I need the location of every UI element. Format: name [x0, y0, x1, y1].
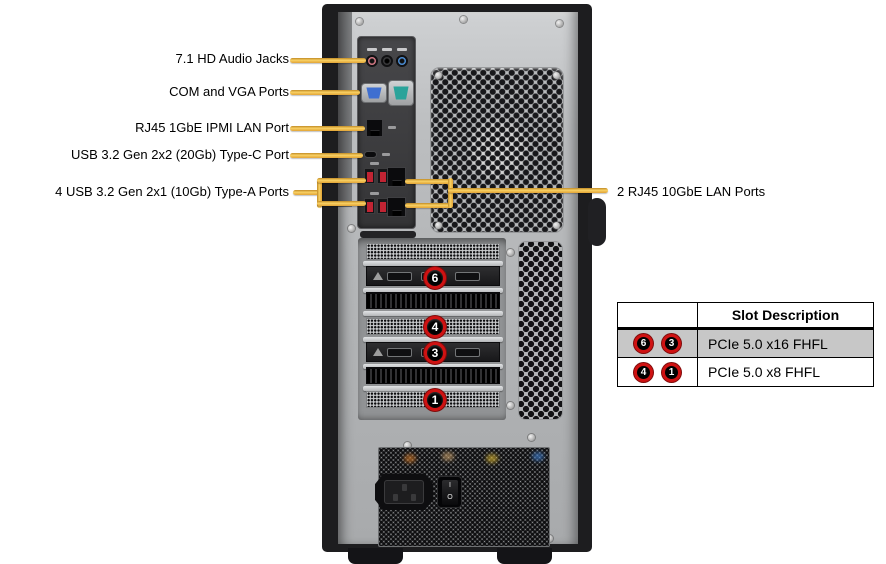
usb-icon: [370, 192, 379, 195]
audio-jack-mic: [366, 55, 378, 67]
label-com-vga: COM and VGA Ports: [169, 84, 289, 99]
table-row: 4 1 PCIe 5.0 x8 FHFL: [618, 358, 873, 386]
usb-type-a-port: [364, 168, 375, 184]
chassis-foot-right: [497, 548, 552, 564]
fan-grille: [430, 67, 564, 233]
callout-line-ipmi: [290, 126, 365, 131]
screw: [528, 434, 535, 441]
table-badge-6: 6: [634, 334, 653, 353]
slot-exhaust-grille: [366, 292, 500, 309]
table-header-row: Slot Description: [618, 303, 873, 330]
callout-line-audio: [290, 58, 366, 63]
slot-cover-vented: [366, 243, 500, 260]
warning-icon: [373, 348, 383, 356]
callout-line-usb-row2: [317, 201, 366, 206]
slot-badge-4: 4: [424, 316, 446, 338]
audio-jack-linein: [396, 55, 408, 67]
screw: [435, 222, 442, 229]
usb-type-a-port: [364, 198, 375, 214]
label-usb-type-a: 4 USB 3.2 Gen 2x1 (10Gb) Type-A Ports: [55, 184, 289, 199]
chassis-foot-left: [348, 548, 403, 564]
callout-line-lan-main: [448, 188, 608, 193]
lan-port-1: [387, 167, 406, 187]
displayport: [386, 271, 412, 281]
screw: [404, 442, 411, 449]
side-vent-strip: [518, 241, 563, 420]
power-on-mark: I: [449, 482, 451, 489]
wire-glow: [442, 452, 454, 461]
audio-jack-lineout: [381, 55, 393, 67]
table-badge-1: 1: [662, 362, 681, 382]
screw: [507, 402, 514, 409]
slot-description-table: Slot Description 6 3 PCIe 5.0 x16 FHFL 4…: [617, 302, 874, 387]
slot-separator: [363, 364, 503, 369]
displayport: [454, 271, 480, 281]
slot-separator: [363, 337, 503, 342]
audio-jack-icons: [367, 48, 377, 51]
com-port: [389, 81, 413, 105]
slot-badge-1: 1: [424, 389, 446, 411]
label-ipmi-lan: RJ45 1GbE IPMI LAN Port: [135, 120, 289, 135]
slot-separator: [363, 386, 503, 391]
slot-separator: [363, 311, 503, 316]
screw: [348, 225, 355, 232]
table-cell-badges: 6 3: [618, 330, 698, 357]
usb-type-c-port: [364, 151, 377, 158]
vga-port: [362, 84, 386, 102]
usb-icon: [370, 162, 379, 165]
c14-socket: [384, 480, 424, 504]
slot-separator: [363, 288, 503, 293]
table-cell-description: PCIe 5.0 x16 FHFL: [708, 335, 828, 352]
displayport: [386, 347, 412, 357]
usb-icon: [382, 153, 390, 156]
table-header-description: Slot Description: [731, 307, 840, 323]
screw: [553, 72, 560, 79]
slot-badge-3: 3: [424, 342, 446, 364]
label-audio-jacks: 7.1 HD Audio Jacks: [175, 51, 289, 66]
power-switch[interactable]: I O: [437, 476, 462, 508]
screw: [356, 18, 363, 25]
callout-bracket-lan: [448, 178, 453, 208]
wire-glow: [532, 452, 544, 461]
wire-glow: [486, 454, 498, 463]
callout-line-usb-label: [293, 190, 320, 195]
audio-jack-icons: [397, 48, 407, 51]
table-header-slots: [618, 303, 698, 327]
table-badge-4: 4: [634, 362, 653, 382]
wire-glow: [404, 454, 416, 463]
slot-separator: [363, 261, 503, 266]
power-rocker[interactable]: I O: [442, 480, 458, 505]
callout-bracket-usb: [317, 178, 322, 208]
callout-line-lan2: [405, 203, 453, 208]
screw: [553, 222, 560, 229]
callout-line-usbc: [290, 153, 363, 158]
label-usb-type-c: USB 3.2 Gen 2x2 (20Gb) Type-C Port: [71, 147, 289, 162]
audio-jack-icons: [382, 48, 392, 51]
callout-line-lan1: [405, 179, 453, 184]
warning-icon: [373, 272, 383, 280]
ac-power-inlet: [375, 474, 433, 510]
slot-exhaust-grille: [366, 367, 500, 384]
screw: [460, 16, 467, 23]
callout-line-com-vga: [290, 90, 360, 95]
callout-line-usb-row1: [317, 178, 366, 183]
network-icon: [388, 126, 396, 129]
ipmi-lan-port: [366, 119, 383, 137]
displayport: [454, 347, 480, 357]
table-cell-description: PCIe 5.0 x8 FHFL: [708, 364, 821, 380]
label-10gbe-lan: 2 RJ45 10GbE LAN Ports: [617, 184, 766, 199]
table-cell-badges: 4 1: [618, 358, 698, 386]
table-row: 6 3 PCIe 5.0 x16 FHFL: [618, 330, 873, 358]
screw: [507, 249, 514, 256]
power-off-mark: O: [447, 493, 453, 501]
io-shield-gap: [360, 231, 416, 238]
right-handle: [588, 198, 606, 246]
screw: [556, 20, 563, 27]
lan-port-2: [387, 197, 406, 217]
table-badge-3: 3: [662, 334, 681, 353]
screw: [435, 72, 442, 79]
slot-badge-6: 6: [424, 267, 446, 289]
